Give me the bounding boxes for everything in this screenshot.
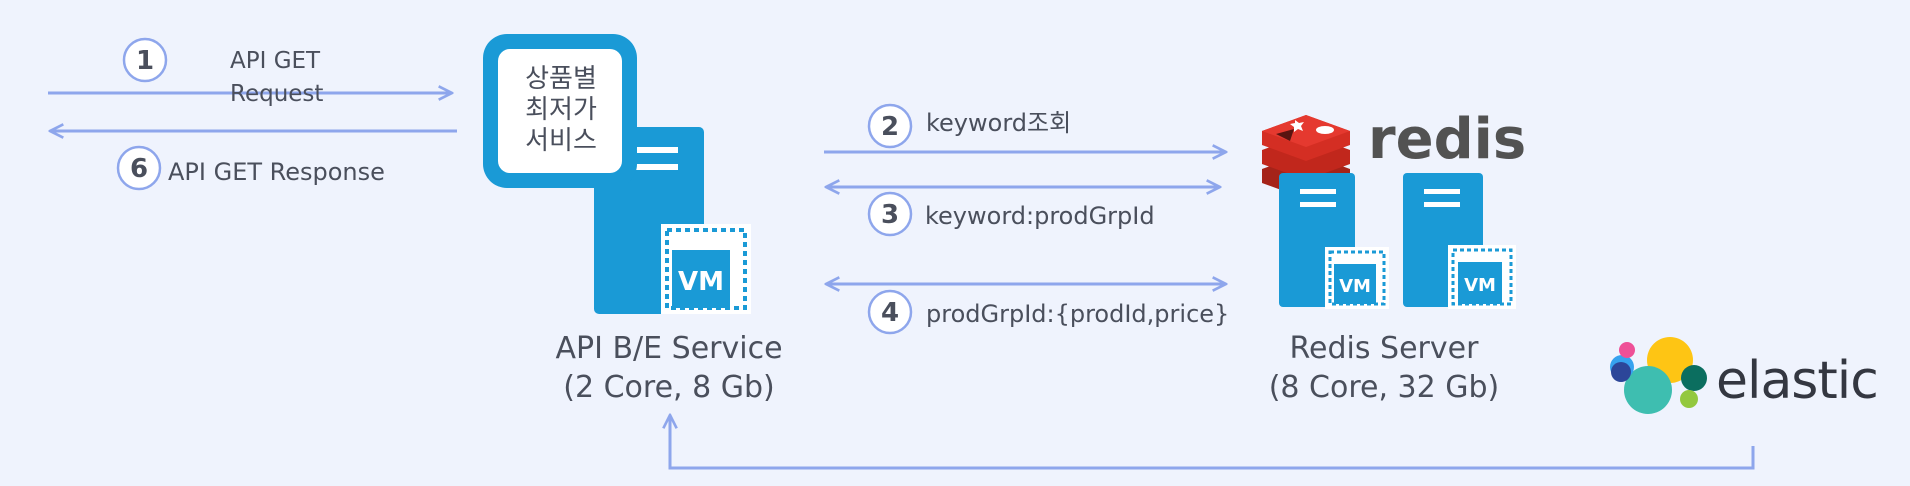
elastic-cluster-icon (1610, 337, 1707, 414)
step-6-badge (116, 145, 162, 191)
redis-server-right: VM (1403, 173, 1516, 309)
api-server-name: API B/E Service (555, 331, 782, 366)
step-6-response: 6 API GET Response (50, 131, 457, 191)
step-2-label: keyword조회 (926, 109, 1071, 137)
step-4-badge (867, 289, 913, 335)
step-6-number: 6 (130, 154, 148, 184)
elastic-to-api-connector (670, 415, 1755, 470)
redis-server-name: Redis Server (1290, 331, 1480, 366)
redis-server-spec: (8 Core, 32 Gb) (1269, 370, 1500, 405)
step-6-label: API GET Response (168, 158, 385, 186)
step-1-request: 1 API GET Request (48, 37, 452, 107)
step-3-number: 3 (881, 200, 899, 230)
redis-right-vm-icon: VM (1448, 245, 1516, 309)
step-4-price: 4 prodGrpId:{prodId,price} (826, 284, 1229, 335)
step-3-badge (867, 191, 913, 237)
step-1-label-line1: API GET (230, 48, 321, 74)
step-2-keyword-lookup: 2 keyword조회 (824, 103, 1226, 152)
step-4-number: 4 (881, 298, 899, 328)
service-card-line1: 상품별 (525, 64, 597, 94)
service-card: 상품별 최저가 서비스 (483, 34, 637, 188)
api-vm-label: VM (678, 267, 724, 297)
elastic-wordmark: elastic (1716, 351, 1878, 411)
step-1-label-line2: Request (230, 81, 323, 107)
api-vm-icon: VM (661, 224, 751, 314)
step-4-label: prodGrpId:{prodId,price} (926, 300, 1229, 328)
step-1-number: 1 (136, 46, 154, 76)
api-server-spec: (2 Core, 8 Gb) (563, 370, 774, 405)
service-card-line2: 최저가 (525, 95, 597, 125)
redis-left-vm-label: VM (1339, 276, 1371, 297)
redis-server-left: VM (1279, 173, 1389, 309)
service-card-line3: 서비스 (525, 126, 597, 156)
step-3-label: keyword:prodGrpId (925, 202, 1155, 230)
step-2-number: 2 (881, 112, 899, 142)
api-server-slot (634, 164, 678, 170)
redis-wordmark: redis (1368, 107, 1526, 172)
elastic-logo: elastic (1610, 337, 1879, 414)
api-server-slot (634, 147, 678, 153)
step-1-badge (122, 37, 168, 83)
redis-right-vm-label: VM (1464, 275, 1496, 296)
step-3-prodgrp: 3 keyword:prodGrpId (826, 187, 1220, 237)
redis-left-vm-icon: VM (1325, 247, 1389, 309)
redis-logo: redis (1262, 107, 1526, 199)
service-card-inner (498, 49, 622, 173)
step-2-badge (867, 103, 913, 149)
